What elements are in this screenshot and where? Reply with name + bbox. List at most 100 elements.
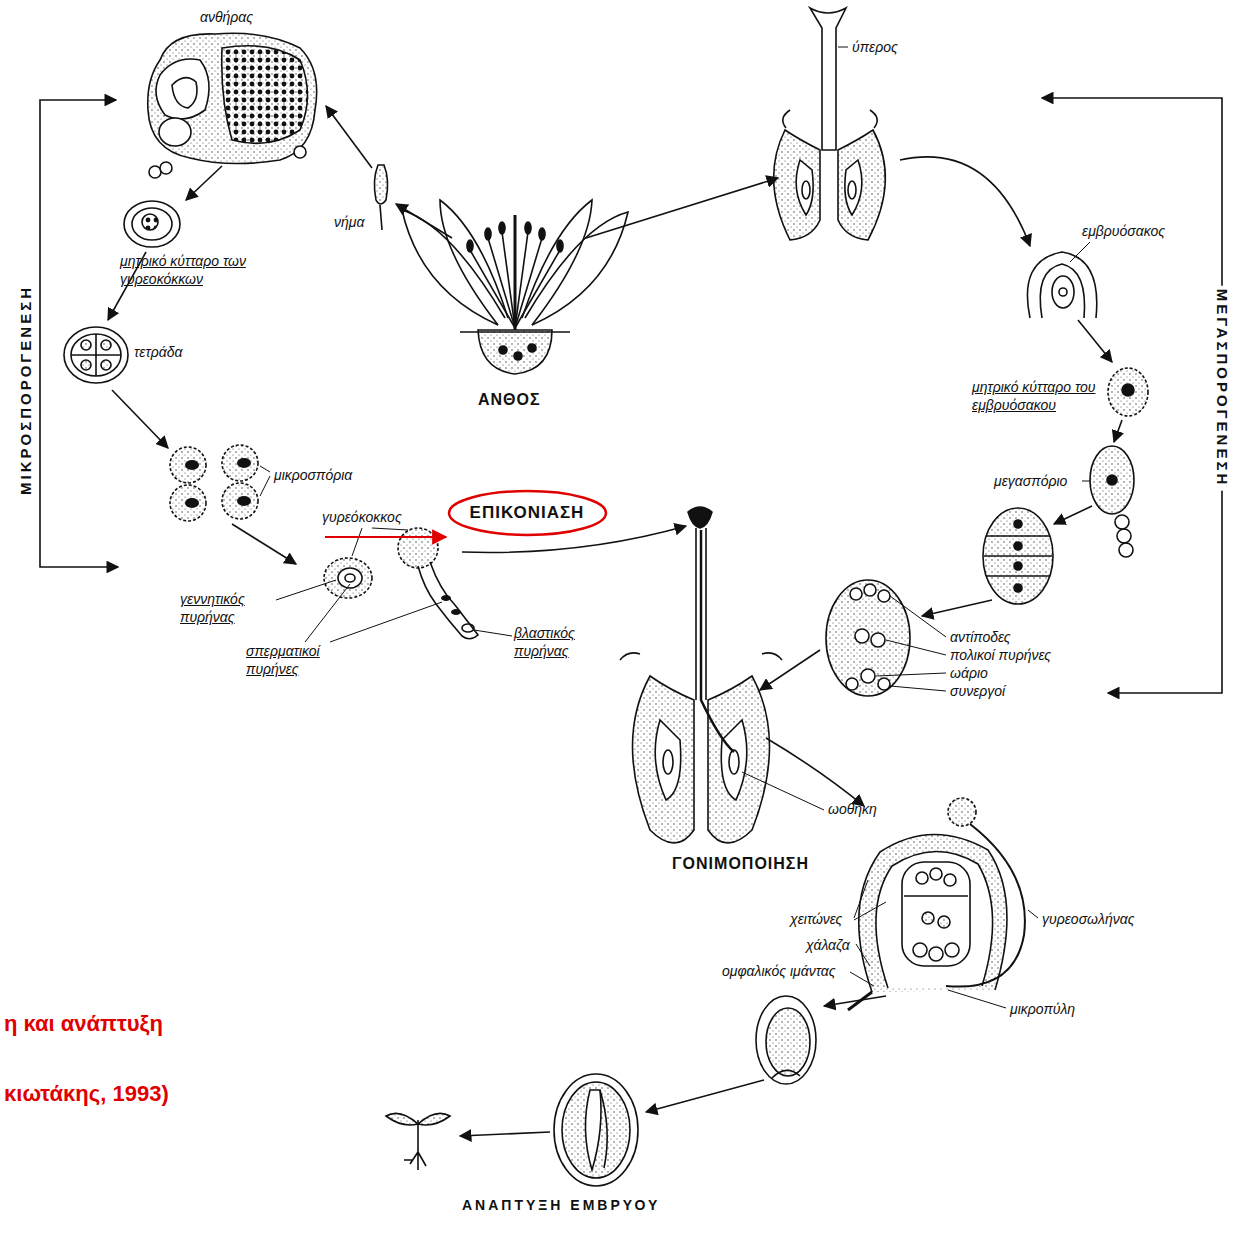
flower-drawing: [557, 240, 563, 252]
megaspore-drawing: [1117, 529, 1131, 543]
leader-line: [854, 902, 886, 920]
megaspore-mother-cell-drawing: [1108, 368, 1148, 416]
four-nucleate-sac-drawing: [983, 508, 1053, 604]
phase-label: ΜΙΚΡΟΣΠΟΡΟΓΕΝΕΣΗ: [16, 282, 36, 498]
pollen-drawing: [451, 609, 461, 615]
mature-embryo-sac-drawing: [878, 590, 890, 602]
leader-line: [330, 602, 442, 642]
flow-arrow: [586, 178, 778, 238]
seed-drawing: [585, 1090, 601, 1170]
flower-drawing: [470, 250, 515, 328]
mature-embryo-sac-drawing: [878, 678, 890, 690]
microspore-nucleus: [185, 460, 199, 470]
anther-drawing: [156, 59, 209, 119]
leader-line: [260, 466, 512, 642]
microspore-drawing: [170, 445, 258, 521]
stage-label: τετράδα: [134, 343, 182, 361]
ovule-drawing: [1040, 264, 1084, 318]
pistil-drawing: [708, 676, 770, 843]
leader-line: [850, 972, 874, 986]
stage-title: ΑΝΑΠΤΥΞΗ ΕΜΒΡΥΟΥ: [462, 1196, 660, 1214]
pistil-drawing: [838, 130, 885, 240]
four-nucleate-sac-drawing: [1014, 584, 1022, 592]
megaspore-drawing: [1090, 446, 1134, 514]
megaspore-drawing: [1090, 446, 1134, 557]
part-label: σπερματικοί πυρήνες: [246, 642, 351, 678]
seedling-drawing: [418, 1113, 450, 1125]
stage-label: μητρικό κύτταρο των γυρεοκόκκων: [120, 252, 250, 288]
flower-drawing: [467, 240, 473, 252]
megaspore-mother-cell-drawing: [1122, 384, 1134, 396]
ovule-drawing: [913, 943, 927, 957]
mother-cell-drawing: [124, 201, 180, 247]
pistil-drawing: [774, 130, 820, 240]
ovule-drawing: [1059, 288, 1067, 296]
bracket-line: [40, 100, 118, 567]
megaspore-mother-cell-drawing: [1108, 368, 1148, 416]
pistil-drawing: [701, 530, 734, 752]
leader-line: [838, 47, 848, 48]
leader-line: [890, 596, 946, 637]
seed-drawing: [766, 1008, 810, 1076]
part-label: ύπερος: [852, 38, 898, 56]
flow-arrow: [396, 204, 452, 238]
pistil-drawing: [663, 750, 673, 774]
four-nucleate-sac-drawing: [1014, 562, 1022, 570]
pollen-drawing: [441, 595, 451, 601]
part-label: εμβρυόσακος: [1082, 222, 1165, 240]
flower-drawing: [514, 215, 517, 330]
pollen-drawing: [345, 574, 355, 582]
leader-line: [276, 580, 336, 600]
pistil-drawing: [802, 181, 810, 199]
stage-label: μητρικό κύτταρο του εμβρυόσακου: [972, 378, 1102, 414]
ovule-drawing: [902, 862, 970, 966]
leader-line: [1028, 910, 1038, 918]
part-label: μικροπύλη: [1010, 1000, 1075, 1018]
mother-cell-drawing: [132, 208, 172, 240]
tetrad-drawing: [64, 327, 128, 383]
ovule-drawing: [930, 868, 942, 880]
mature-embryo-sac-drawing: [826, 580, 910, 696]
mature-embryo-sac-drawing: [861, 669, 875, 683]
leader-line: [1082, 481, 1090, 482]
flow-arrow: [232, 524, 296, 564]
pollen-drawing: [338, 568, 362, 588]
anther-drawing: [222, 46, 308, 144]
pollen-drawing: [324, 558, 372, 598]
flower-drawing: [525, 222, 531, 234]
bracket-line: [40, 98, 1222, 693]
stage-title: ΓΟΝΙΜΟΠΟΙΗΣΗ: [672, 854, 809, 875]
part-label: γεννητικός πυρήνας: [180, 590, 275, 626]
tetrad-drawing: [64, 327, 128, 383]
mother-cell-drawing: [124, 201, 180, 247]
tetrad-drawing: [81, 360, 91, 370]
ovule-drawing: [944, 874, 956, 886]
leader-line: [305, 584, 350, 642]
part-label: γυρεοσωλήνας: [1042, 910, 1134, 928]
part-label: ωάριο: [950, 664, 988, 682]
highlight-ellipse: ΕΠΙΚΟΝΙΑΣΗ: [447, 489, 608, 537]
pollen-drawing: [398, 528, 438, 568]
ovule-drawing: [945, 943, 959, 957]
ovule-drawing: [929, 947, 943, 961]
mature-embryo-sac-drawing: [864, 584, 876, 596]
leader-line: [1070, 242, 1090, 262]
flower-drawing: [440, 200, 508, 325]
megaspore-drawing: [1107, 475, 1117, 485]
leader-line: [352, 528, 362, 556]
flow-arrow: [760, 650, 820, 690]
stage-label: μικροσπόρια: [274, 466, 352, 484]
ovule-drawing: [1027, 252, 1096, 318]
tetrad-drawing: [101, 360, 111, 370]
flow-arrow: [646, 1080, 764, 1112]
flower-drawing: [460, 331, 570, 333]
flower-drawing: [502, 232, 515, 328]
stamen-drawing: [374, 165, 387, 230]
ovule-drawing: [1052, 276, 1074, 308]
stage-label: μεγασπόριο: [994, 472, 1067, 490]
flower-drawing: [499, 346, 507, 354]
flower-drawing: [515, 238, 542, 328]
leader-line: [1070, 242, 1090, 262]
mature-embryo-sac-drawing: [850, 588, 862, 600]
